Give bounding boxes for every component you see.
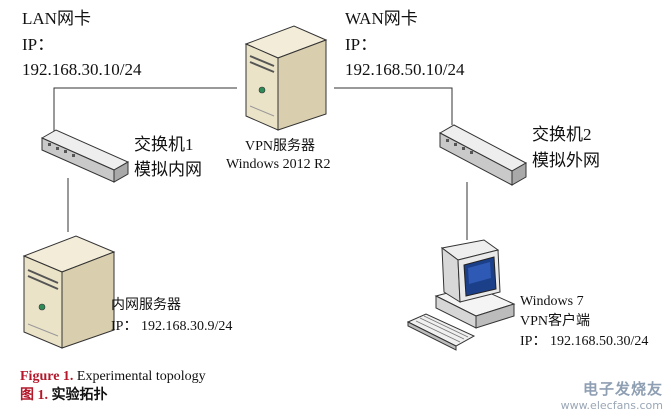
intranet-server-ip: IP： 192.168.30.9/24	[111, 319, 233, 334]
switch2-name: 交换机2	[532, 125, 592, 144]
watermark-brand: 电子发烧友	[582, 380, 663, 398]
figure-caption-en: Figure 1. Experimental topology	[20, 368, 206, 386]
wan-link	[334, 87, 453, 125]
intranet-server-name: 内网服务器	[111, 298, 181, 313]
lan-nic-ip-label: IP：	[22, 35, 55, 54]
switch1-icon	[40, 129, 130, 183]
intranet-server-icon	[22, 235, 116, 349]
vpn-client-name: VPN客户端	[520, 314, 591, 329]
vpn-server-name: VPN服务器	[245, 139, 316, 154]
lan-nic-ip: 192.168.30.10/24	[22, 60, 142, 79]
lan-link	[53, 87, 237, 132]
wan-nic-ip-label: IP：	[345, 35, 378, 54]
watermark-url: www.elecfans.com	[560, 399, 663, 412]
figure-caption-en-prefix: Figure 1.	[20, 369, 74, 384]
vpn-server-os: Windows 2012 R2	[226, 157, 331, 172]
figure-caption-zh-text: 实验拓扑	[48, 388, 108, 403]
figure-caption-zh: 图 1. 实验拓扑	[20, 387, 108, 405]
vpn-client-computer-icon	[406, 239, 516, 351]
vpn-client-ip: IP： 192.168.50.30/24	[520, 334, 649, 349]
switch1-name: 交换机1	[134, 135, 194, 154]
switch1-desc: 模拟内网	[134, 160, 202, 179]
switch2-desc: 模拟外网	[532, 151, 600, 170]
figure-caption-zh-prefix: 图 1.	[20, 388, 48, 403]
vpn-client-os: Windows 7	[520, 294, 584, 309]
wan-nic-title: WAN网卡	[345, 9, 418, 28]
vpn-server-icon	[244, 25, 328, 131]
wan-nic-ip: 192.168.50.10/24	[345, 60, 465, 79]
figure-caption-en-text: Experimental topology	[73, 369, 206, 384]
switch2-icon	[438, 124, 528, 186]
lan-nic-title: LAN网卡	[22, 9, 91, 28]
watermark: 电子发烧友 www.elecfans.com	[561, 378, 663, 412]
